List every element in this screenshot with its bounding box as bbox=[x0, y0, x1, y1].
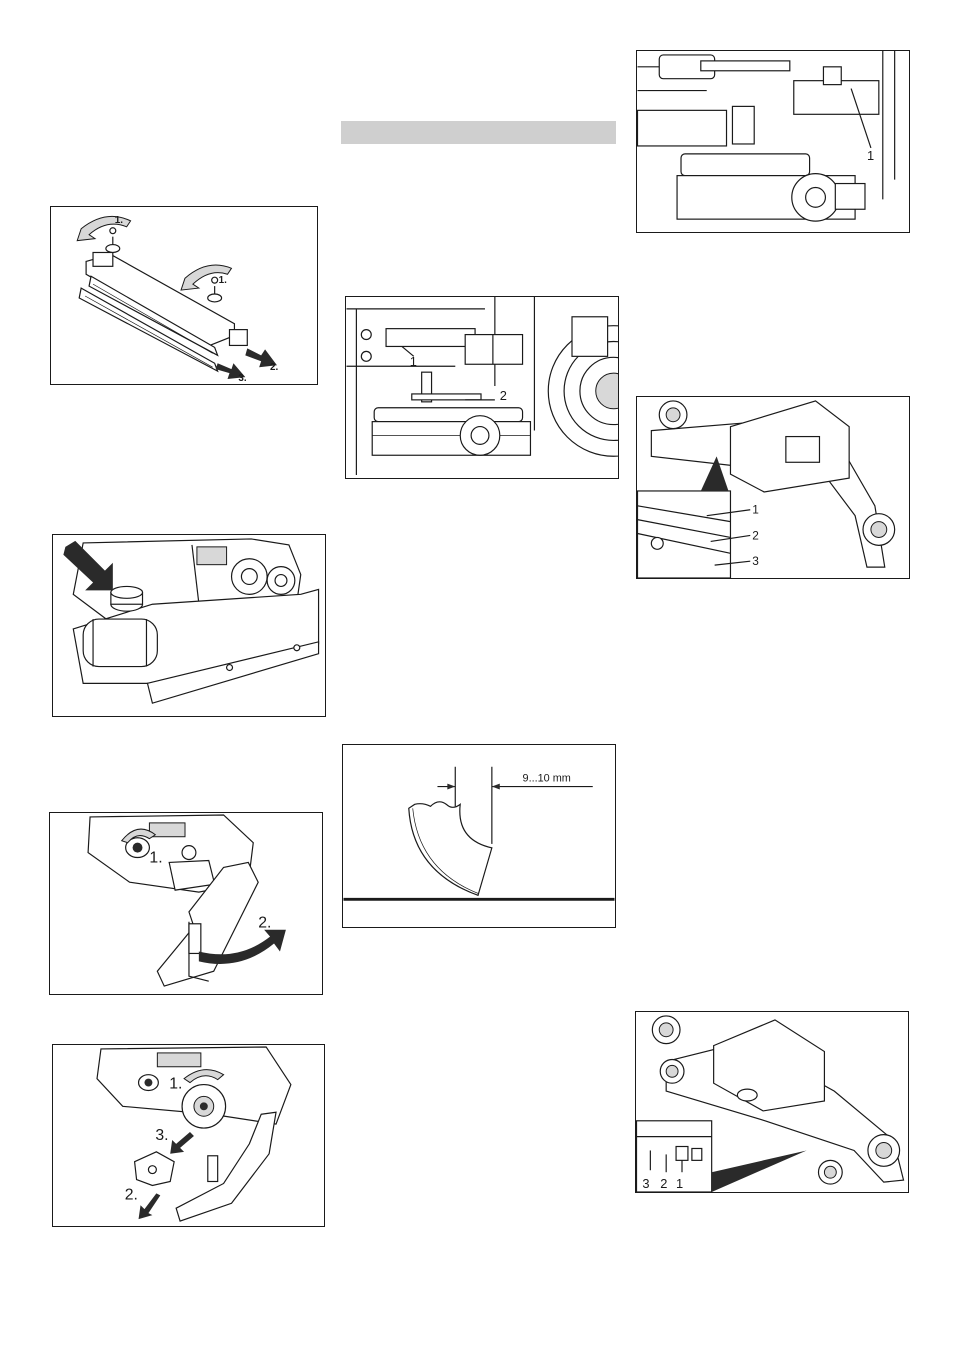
callout-2: 2. bbox=[270, 362, 278, 373]
wheel-bracket bbox=[835, 184, 865, 210]
brush-cover-plate bbox=[169, 860, 214, 890]
vent-grille bbox=[197, 547, 227, 565]
squeegee-knob-drawing bbox=[53, 535, 325, 716]
upper-rod bbox=[701, 61, 790, 71]
upper-rail bbox=[386, 329, 475, 347]
bracket bbox=[465, 335, 522, 365]
blade-deflection-drawing: 9...10 mm bbox=[343, 745, 615, 927]
mount-bracket bbox=[786, 437, 820, 463]
side-brush-cover-drawing: 1. 2. bbox=[50, 813, 322, 994]
brush-knob bbox=[139, 1075, 159, 1091]
wing-nut-left bbox=[106, 228, 120, 253]
squeegee-blade-removal-drawing: 1. 1. 2. 3. bbox=[51, 207, 317, 384]
left-clamp bbox=[93, 252, 113, 266]
callout-1: 1. bbox=[149, 849, 162, 866]
callout-1: 1. bbox=[169, 1076, 182, 1093]
arm-bracket bbox=[189, 924, 201, 954]
brush-deck bbox=[374, 408, 522, 422]
callout-2: 2 bbox=[660, 1176, 667, 1191]
adjust-knob bbox=[823, 67, 841, 85]
brush-deck bbox=[681, 154, 810, 176]
arm-bracket bbox=[208, 1156, 218, 1182]
mount-knob bbox=[737, 1089, 757, 1101]
callout-1b: 1. bbox=[219, 275, 227, 286]
deflected-blade bbox=[409, 802, 492, 896]
inset-pointer bbox=[712, 1150, 807, 1192]
roller-right bbox=[863, 514, 895, 546]
squeegee-blades-rear-drawing: 3 2 1 bbox=[636, 1012, 908, 1192]
motor-block bbox=[572, 317, 608, 357]
callout-1: 1 bbox=[676, 1176, 683, 1191]
roller-left bbox=[659, 401, 687, 429]
roller-left bbox=[652, 1016, 684, 1083]
figure-squeegee-blades-rear: 3 2 1 bbox=[635, 1011, 909, 1193]
deflection-dimension: 9...10 mm bbox=[523, 773, 571, 785]
callout-3: 3 bbox=[642, 1176, 649, 1191]
squeegee-arm bbox=[176, 1112, 276, 1221]
figure-brush-head-adjust-1: 1 2 bbox=[345, 296, 619, 479]
section-header-bar bbox=[341, 121, 616, 144]
callout-3: 3. bbox=[238, 373, 246, 384]
figure-side-brush-removal: 1. 3. 2. bbox=[52, 1044, 325, 1227]
callout-1: 1 bbox=[752, 503, 759, 517]
brush-head-adjust-1-drawing: 1 2 bbox=[346, 297, 618, 478]
center-post bbox=[732, 106, 754, 144]
side-brush-removal-drawing: 1. 3. 2. bbox=[53, 1045, 324, 1226]
side-brush bbox=[182, 1085, 226, 1129]
callout-1a: 1. bbox=[115, 215, 123, 226]
left-block bbox=[637, 110, 726, 146]
squeegee-blades-front-drawing: 1 2 3 bbox=[637, 397, 909, 578]
figure-squeegee-knob-detail bbox=[52, 534, 326, 717]
pull-arrow-3 bbox=[170, 1132, 194, 1154]
deck-wheel bbox=[792, 174, 839, 221]
deck-wheel bbox=[460, 416, 500, 456]
figure-squeegee-blade-removal: 1. 1. 2. 3. bbox=[50, 206, 318, 385]
callout-2: 2 bbox=[752, 528, 759, 542]
callout-1: 1 bbox=[410, 354, 417, 369]
callout-3: 3 bbox=[752, 554, 759, 568]
adjust-knob bbox=[111, 586, 143, 611]
right-clamp bbox=[229, 330, 247, 346]
adjust-housing bbox=[794, 81, 879, 115]
figure-blade-deflection: 9...10 mm bbox=[342, 744, 616, 928]
callout-2: 2. bbox=[125, 1186, 138, 1203]
adjust-plate bbox=[412, 394, 481, 400]
callout-1: 1 bbox=[867, 148, 874, 163]
figure-squeegee-blades-front: 1 2 3 bbox=[636, 396, 910, 579]
callout-2: 2. bbox=[258, 915, 271, 932]
brush-head-adjust-2-drawing: 1 bbox=[637, 51, 909, 232]
brush-housing bbox=[372, 422, 530, 456]
figure-brush-head-adjust-2: 1 bbox=[636, 50, 910, 233]
vent-grille bbox=[157, 1053, 201, 1067]
callout-2: 2 bbox=[500, 388, 507, 403]
callout-3: 3. bbox=[155, 1127, 168, 1144]
pull-arrow-2 bbox=[139, 1193, 161, 1219]
figure-side-brush-cover-open: 1. 2. bbox=[49, 812, 323, 995]
